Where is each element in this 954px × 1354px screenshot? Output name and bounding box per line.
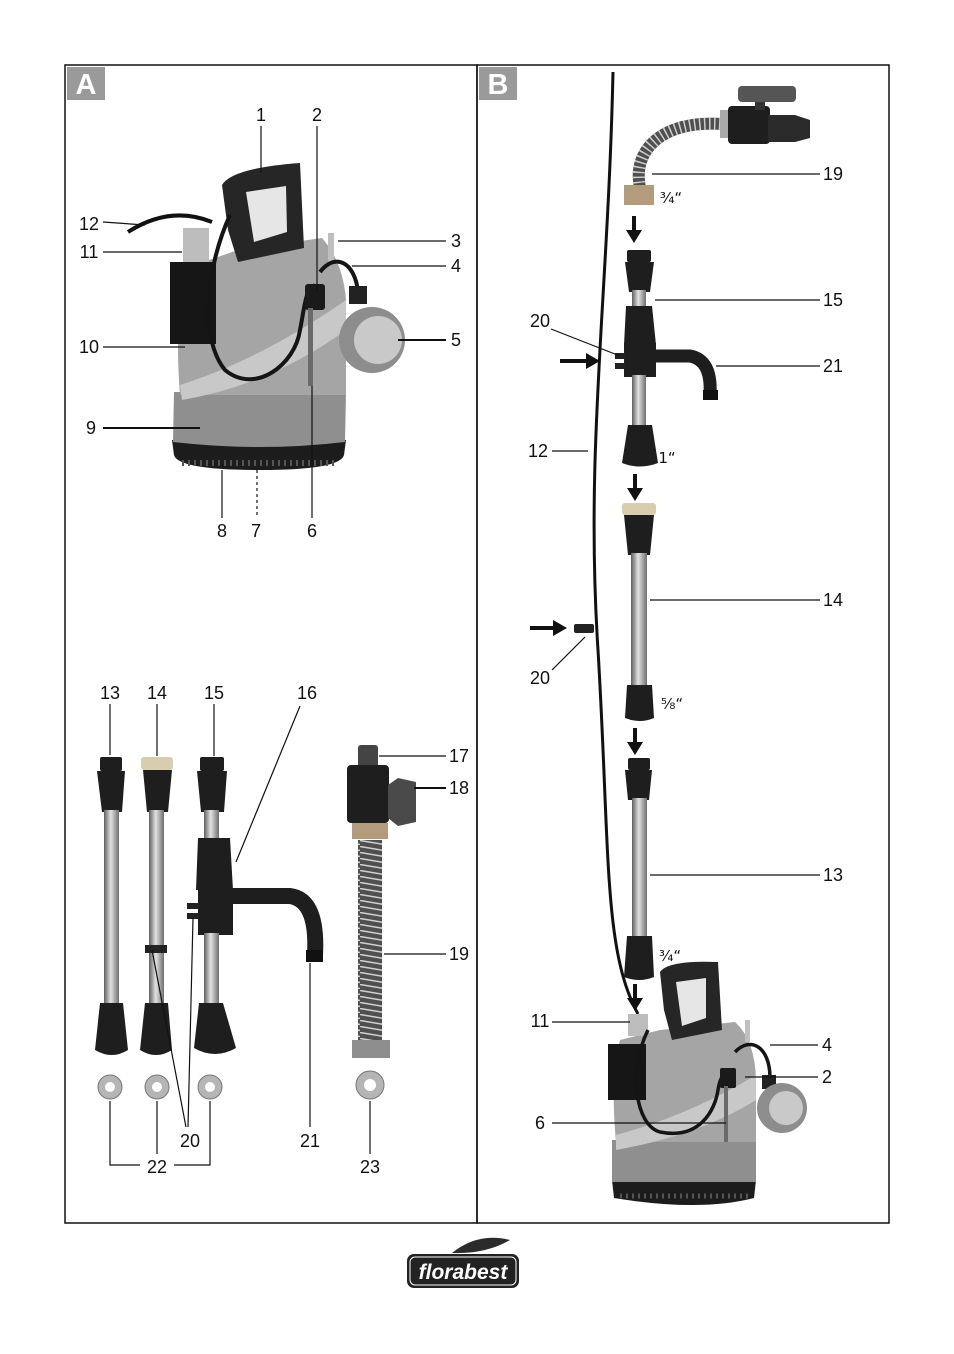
callout-11: 11 — [80, 242, 99, 262]
leader-line — [551, 636, 586, 671]
callout-11: 11 — [531, 1011, 550, 1031]
panel-b-frame — [476, 64, 890, 1224]
thread-size-label: 1“ — [658, 449, 675, 467]
rod — [328, 233, 334, 263]
callout-1: 1 — [256, 105, 266, 125]
switch-holder — [720, 1068, 736, 1088]
callout-12: 12 — [79, 214, 99, 234]
leaf-icon — [452, 1237, 510, 1254]
arrow-down — [627, 474, 643, 501]
spout — [650, 349, 717, 395]
callout-2: 2 — [822, 1067, 832, 1087]
arrow-down — [627, 984, 643, 1011]
callout-23: 23 — [360, 1157, 380, 1177]
panel-b-label: B — [488, 69, 509, 101]
callout-7: 7 — [251, 521, 261, 541]
callout-2: 2 — [312, 105, 322, 125]
callout-19: 19 — [823, 164, 843, 184]
hose-connector — [183, 228, 209, 266]
sealing-cap — [574, 624, 594, 633]
valve-handle — [388, 778, 416, 826]
riser-pipe-14 — [622, 503, 656, 721]
sealing-cap — [615, 363, 625, 369]
switch-rod — [724, 1086, 728, 1142]
callout-22: 22 — [147, 1157, 167, 1177]
pump-illustration — [608, 961, 807, 1205]
riser-pipe-15 — [615, 250, 718, 467]
leader-line — [151, 949, 187, 1128]
leader-line — [187, 917, 194, 1128]
float-cable — [318, 259, 360, 293]
callout-20: 20 — [530, 311, 550, 331]
hose-nozzle — [358, 745, 378, 767]
sealing-cap — [187, 913, 199, 919]
riser-pipe-14 — [140, 757, 173, 1055]
leader-bracket — [109, 1101, 140, 1166]
callout-5: 5 — [451, 330, 461, 350]
callout-20: 20 — [180, 1131, 200, 1151]
callout-15: 15 — [823, 290, 843, 310]
callout-20: 20 — [530, 668, 550, 688]
riser-pipe-15 — [187, 757, 324, 1054]
callout-17: 17 — [449, 746, 469, 766]
switch-rod — [308, 308, 313, 386]
float-cable — [733, 1042, 772, 1079]
leader-line — [550, 328, 621, 357]
arrow-right — [560, 353, 600, 369]
callout-16: 16 — [297, 683, 317, 703]
spout — [228, 888, 324, 956]
callout-6: 6 — [535, 1113, 545, 1133]
florabest-logo: florabest — [407, 1237, 519, 1288]
callout-15: 15 — [204, 683, 224, 703]
flexible-hose-with-valve — [624, 86, 810, 205]
callout-6: 6 — [307, 521, 317, 541]
hose-connector — [628, 1014, 648, 1036]
switch-holder — [305, 284, 325, 310]
panel-b-label-box — [479, 67, 517, 100]
callout-12: 12 — [528, 441, 548, 461]
callout-21: 21 — [300, 1131, 320, 1151]
panel-a-label-box — [67, 67, 105, 100]
arrow-right — [530, 620, 567, 636]
thread-size-label: ³⁄₄“ — [660, 189, 682, 207]
power-cable — [126, 213, 213, 234]
thread-size-label: ³⁄₄“ — [659, 947, 681, 965]
riser-pipe-13 — [624, 758, 654, 980]
pump-lower-housing — [173, 392, 346, 447]
riser-pipe-13 — [95, 757, 128, 1055]
sealing-cap — [187, 903, 199, 909]
callout-14: 14 — [823, 590, 843, 610]
leader-line — [235, 705, 301, 863]
callout-9: 9 — [86, 418, 96, 438]
thread-size-label: ⁵⁄₈“ — [661, 695, 683, 713]
arrow-down — [626, 216, 642, 243]
callout-19: 19 — [449, 944, 469, 964]
callout-13: 13 — [823, 865, 843, 885]
leader-line — [102, 221, 146, 226]
callout-8: 8 — [217, 521, 227, 541]
callout-21: 21 — [823, 356, 843, 376]
washers — [97, 1070, 385, 1100]
power-cable — [592, 71, 640, 1015]
callout-4: 4 — [822, 1035, 832, 1055]
flexible-hose-with-valve — [347, 745, 416, 1058]
callout-18: 18 — [449, 778, 469, 798]
logo-text: florabest — [419, 1261, 509, 1284]
callout-13: 13 — [100, 683, 120, 703]
arrow-down — [627, 728, 643, 755]
pump-illustration — [126, 163, 405, 470]
panel-a-label: A — [76, 69, 97, 101]
valve-handle — [738, 86, 796, 102]
callout-14: 14 — [147, 683, 167, 703]
leader-bracket — [174, 1101, 211, 1166]
callout-3: 3 — [451, 231, 461, 251]
callout-10: 10 — [79, 337, 99, 357]
callout-4: 4 — [451, 256, 461, 276]
